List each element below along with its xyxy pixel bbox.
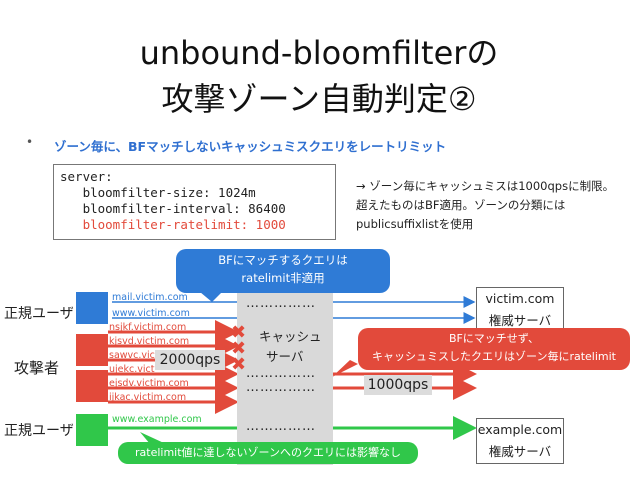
red-callout-line1: BFにマッチせず、: [448, 332, 540, 345]
incoming-rate-label: 2000qps: [155, 350, 225, 370]
resolver-dots-5: ……………: [246, 419, 316, 434]
host-attack: nsjkf.victim.com: [109, 322, 187, 333]
host-www-victim: www.victim.com: [112, 308, 190, 319]
drop-x-icon: ✖: [231, 338, 247, 359]
blue-callout-line1: BFにマッチするクエリは: [218, 253, 348, 267]
slide-title-line2: 攻撃ゾーン自動判定②: [161, 80, 477, 118]
outgoing-rate-label: 1000qps: [364, 375, 432, 395]
blue-callout-pointer: [200, 292, 222, 302]
note-line2: 超えたものはBF適用。ゾーンの分類には: [356, 198, 566, 212]
legit-user-top-label: 正規ユーザ: [4, 306, 74, 322]
blue-callout-line2: ratelimit非適用: [241, 271, 325, 285]
victim-server-name: victim.com: [485, 291, 555, 306]
attacker-icon: [76, 334, 108, 366]
host-attack: ijkac.victim.com: [109, 392, 187, 403]
config-line-size: bloomfilter-size: 1024m: [60, 185, 256, 200]
example-auth-server: example.com 権威サーバ: [476, 418, 564, 464]
note-line1: → ゾーン毎にキャッシュミスは1000qpsに制限。: [356, 179, 615, 193]
green-callout-pointer: [140, 432, 166, 444]
cache-server: [237, 279, 333, 465]
legit-user-icon: [76, 292, 108, 324]
resolver-dots-3: ……………: [246, 366, 316, 381]
legit-user-icon: [76, 414, 108, 446]
example-server-name: example.com: [477, 422, 563, 437]
host-attack: ujekc.victim.com: [109, 364, 155, 375]
resolver-dots-4: ……………: [246, 380, 316, 395]
slide-title-line1: unbound-bloomfilterの: [139, 34, 499, 72]
drop-x-icon: ✖: [231, 354, 247, 375]
host-attack: ejsdv.victim.com: [109, 378, 189, 389]
victim-server-role: 権威サーバ: [488, 313, 552, 328]
blue-callout: BFにマッチするクエリは ratelimit非適用: [176, 249, 390, 293]
red-callout: BFにマッチせず、 キャッシュミスしたクエリはゾーン毎にratelimit: [358, 328, 630, 370]
resolver-label-1: キャッシュ: [259, 329, 322, 344]
explanation-note: → ゾーン毎にキャッシュミスは1000qpsに制限。 超えたものはBF適用。ゾー…: [356, 177, 614, 234]
bullet-text: ゾーン毎に、BFマッチしないキャッシュミスクエリをレートリミット: [54, 139, 447, 154]
host-mail-victim: mail.victim.com: [112, 292, 188, 303]
example-server-role: 権威サーバ: [488, 444, 552, 459]
attacker-icon: [76, 370, 108, 402]
host-attack: kjsvd.victim.com: [109, 336, 190, 347]
config-box: server: bloomfilter-size: 1024m bloomfil…: [53, 164, 336, 240]
green-callout: ratelimit値に達しないゾーンへのクエリには影響なし: [118, 442, 418, 464]
red-callout-pointer: [332, 360, 358, 377]
config-line-interval: bloomfilter-interval: 86400: [60, 201, 286, 216]
attacker-label: 攻撃者: [14, 359, 60, 377]
drop-x-icon: ✖: [231, 322, 247, 343]
host-attack: sawvc.victim.com: [109, 350, 155, 361]
legit-user-bottom-label: 正規ユーザ: [4, 423, 74, 439]
resolver-label-2: サーバ: [266, 349, 304, 364]
bullet-mark: •: [26, 135, 34, 149]
victim-auth-server: victim.com 権威サーバ: [476, 287, 564, 333]
resolver-dots-2: ……………: [246, 296, 316, 311]
config-line-server: server:: [60, 169, 113, 184]
config-line-ratelimit: bloomfilter-ratelimit: 1000: [60, 217, 286, 232]
note-line3: publicsuffixlistを使用: [356, 217, 474, 231]
host-www-example: www.example.com: [112, 414, 202, 425]
red-callout-line2: キャッシュミスしたクエリはゾーン毎にratelimit: [372, 350, 616, 363]
